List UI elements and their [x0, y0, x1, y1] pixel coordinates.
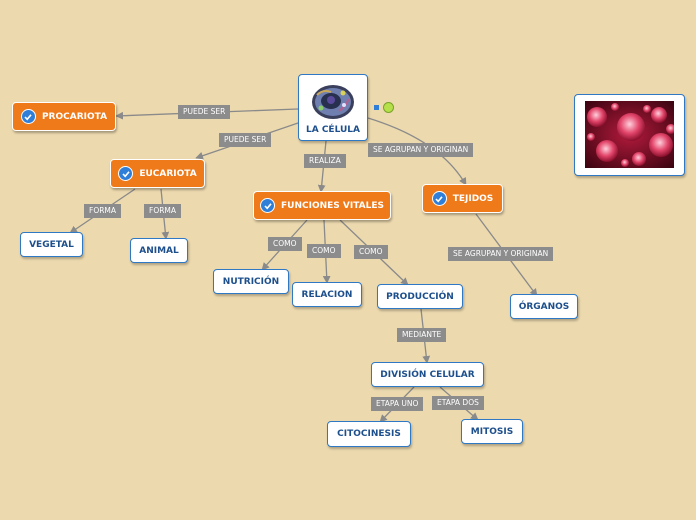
subtopic-division-celular[interactable]: DIVISIÓN CELULAR [371, 362, 484, 387]
topic-label: EUCARIOTA [139, 168, 197, 179]
connector-label-realiza[interactable]: REALIZA [304, 154, 346, 168]
connector-label-forma[interactable]: FORMA [84, 204, 122, 218]
connector-label-como[interactable]: COMO [354, 245, 388, 259]
subtopic-mitosis[interactable]: MITOSIS [461, 419, 523, 444]
connector-label-como[interactable]: COMO [307, 244, 341, 258]
subtopic-citocinesis[interactable]: CITOCINESIS [327, 421, 411, 447]
subtopic-produccion[interactable]: PRODUCCIÓN [377, 284, 463, 309]
check-circle-icon [20, 109, 36, 124]
subtopic-relacion[interactable]: RELACION [292, 282, 362, 307]
topic-tejidos[interactable]: TEJIDOS [422, 184, 503, 213]
root-topic-la-celula[interactable]: LA CÉLULA [298, 74, 368, 141]
topic-eucariota[interactable]: EUCARIOTA [110, 159, 205, 188]
collapse-toggle-icon[interactable] [374, 105, 379, 110]
subtopic-animal[interactable]: ANIMAL [130, 238, 188, 263]
topic-label: TEJIDOS [452, 193, 494, 204]
topic-funciones-vitales[interactable]: FUNCIONES VITALES [253, 191, 391, 220]
subtopic-vegetal[interactable]: VEGETAL [20, 232, 83, 257]
check-circle-icon [260, 198, 275, 213]
image-card[interactable] [574, 94, 685, 176]
connector-label-puede-ser[interactable]: PUEDE SER [178, 105, 231, 119]
connector-label-mediante[interactable]: MEDIANTE [397, 328, 447, 342]
topic-label: PROCARIOTA [41, 111, 108, 122]
connector-label-etapa-uno[interactable]: ETAPA UNO [371, 397, 424, 411]
red-blood-cells-image [585, 101, 674, 168]
connector-label-etapa-dos[interactable]: ETAPA DOS [432, 396, 484, 410]
subtopic-nutricion[interactable]: NUTRICIÓN [213, 269, 289, 294]
root-title: LA CÉLULA [305, 125, 360, 135]
connector-label-se-agrupan[interactable]: SE AGRUPAN Y ORIGINAN [368, 143, 474, 157]
status-dot-icon[interactable] [383, 102, 394, 113]
connector-label-como[interactable]: COMO [268, 237, 302, 251]
cell-illustration-icon [312, 85, 354, 119]
connector-label-se-agrupan[interactable]: SE AGRUPAN Y ORIGINAN [448, 247, 554, 261]
check-circle-icon [118, 166, 134, 181]
subtopic-organos[interactable]: ÓRGANOS [510, 294, 578, 319]
topic-procariota[interactable]: PROCARIOTA [12, 102, 116, 131]
connector-label-forma[interactable]: FORMA [144, 204, 182, 218]
connector-label-puede-ser[interactable]: PUEDE SER [219, 133, 272, 147]
topic-label: FUNCIONES VITALES [281, 200, 384, 211]
check-circle-icon [431, 191, 447, 206]
